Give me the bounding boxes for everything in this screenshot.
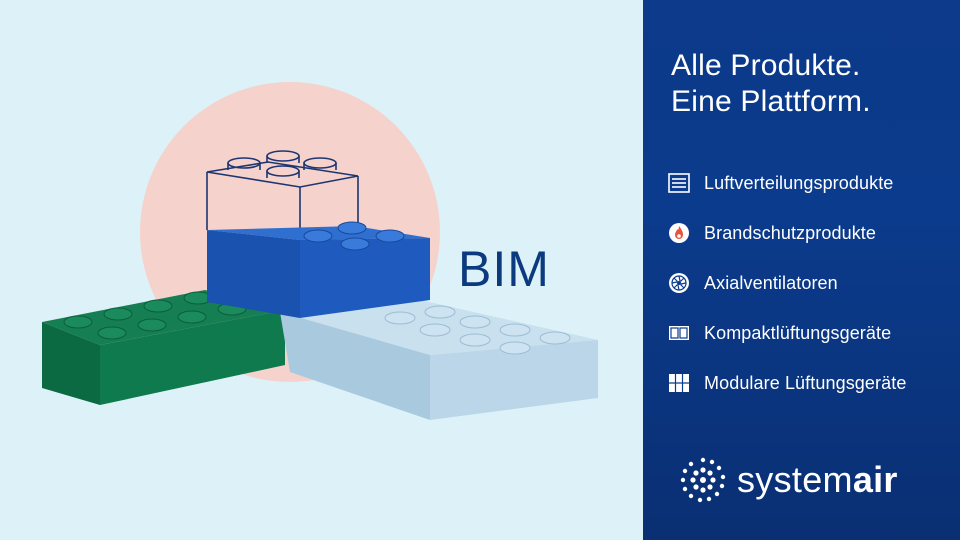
headline-line-2: Eine Plattform.	[671, 85, 871, 118]
systemair-logo[interactable]: systemair	[679, 452, 898, 508]
product-list: Luftverteilungsprodukte Brandschutzprodu…	[667, 158, 957, 408]
product-label: Brandschutzprodukte	[704, 222, 877, 243]
product-label: Axialventilatoren	[704, 272, 838, 293]
illustration-area: BIM	[0, 0, 643, 540]
brand-wordmark-bold: air	[852, 459, 898, 500]
lego-bricks-illustration	[42, 82, 598, 420]
product-item-luftverteilung[interactable]: Luftverteilungsprodukte	[667, 158, 957, 208]
blue-brick	[207, 221, 430, 318]
bim-label: BIM	[458, 241, 550, 297]
air-distribution-icon	[667, 171, 691, 195]
brand-wordmark: systemair	[737, 459, 898, 501]
product-item-axialventilatoren[interactable]: Axialventilatoren	[667, 258, 957, 308]
product-panel: Alle Produkte. Eine Plattform. Luftverte…	[643, 0, 960, 540]
modular-unit-icon	[667, 371, 691, 395]
product-item-brandschutz[interactable]: Brandschutzprodukte	[667, 208, 957, 258]
systemair-logo-icon	[680, 457, 726, 503]
axial-fan-icon	[667, 271, 691, 295]
product-label: Modulare Lüftungsgeräte	[704, 372, 907, 393]
fire-protection-icon	[667, 221, 691, 245]
headline-line-1: Alle Produkte.	[671, 49, 861, 82]
product-item-modulare-lueftung[interactable]: Modulare Lüftungsgeräte	[667, 358, 957, 408]
product-item-kompaktlueftung[interactable]: Kompaktlüftungsgeräte	[667, 308, 957, 358]
light-blue-brick	[280, 300, 598, 420]
brand-wordmark-light: system	[737, 459, 853, 500]
headline: Alle Produkte. Eine Plattform.	[671, 48, 951, 120]
compact-unit-icon	[667, 321, 691, 345]
product-label: Luftverteilungsprodukte	[704, 172, 894, 193]
product-label: Kompaktlüftungsgeräte	[704, 322, 892, 343]
